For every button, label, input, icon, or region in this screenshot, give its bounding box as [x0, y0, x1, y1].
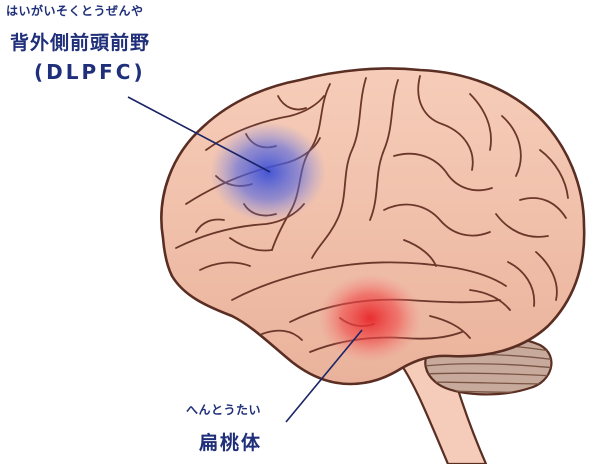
- dlpfc-leader-line: [127, 96, 271, 173]
- dlpfc-label: 背外側前頭前野: [10, 32, 151, 54]
- amygdala-label: 扁桃体: [199, 432, 263, 454]
- amygdala-ruby-label: へんとうたい: [186, 403, 262, 417]
- amygdala-highlight: [318, 274, 422, 362]
- dlpfc-abbreviation: (DLPFC): [34, 60, 146, 84]
- dlpfc-highlight: [210, 122, 326, 222]
- dlpfc-ruby-label: はいがいそくとうぜんや: [6, 4, 144, 18]
- amygdala-leader-line: [285, 329, 363, 423]
